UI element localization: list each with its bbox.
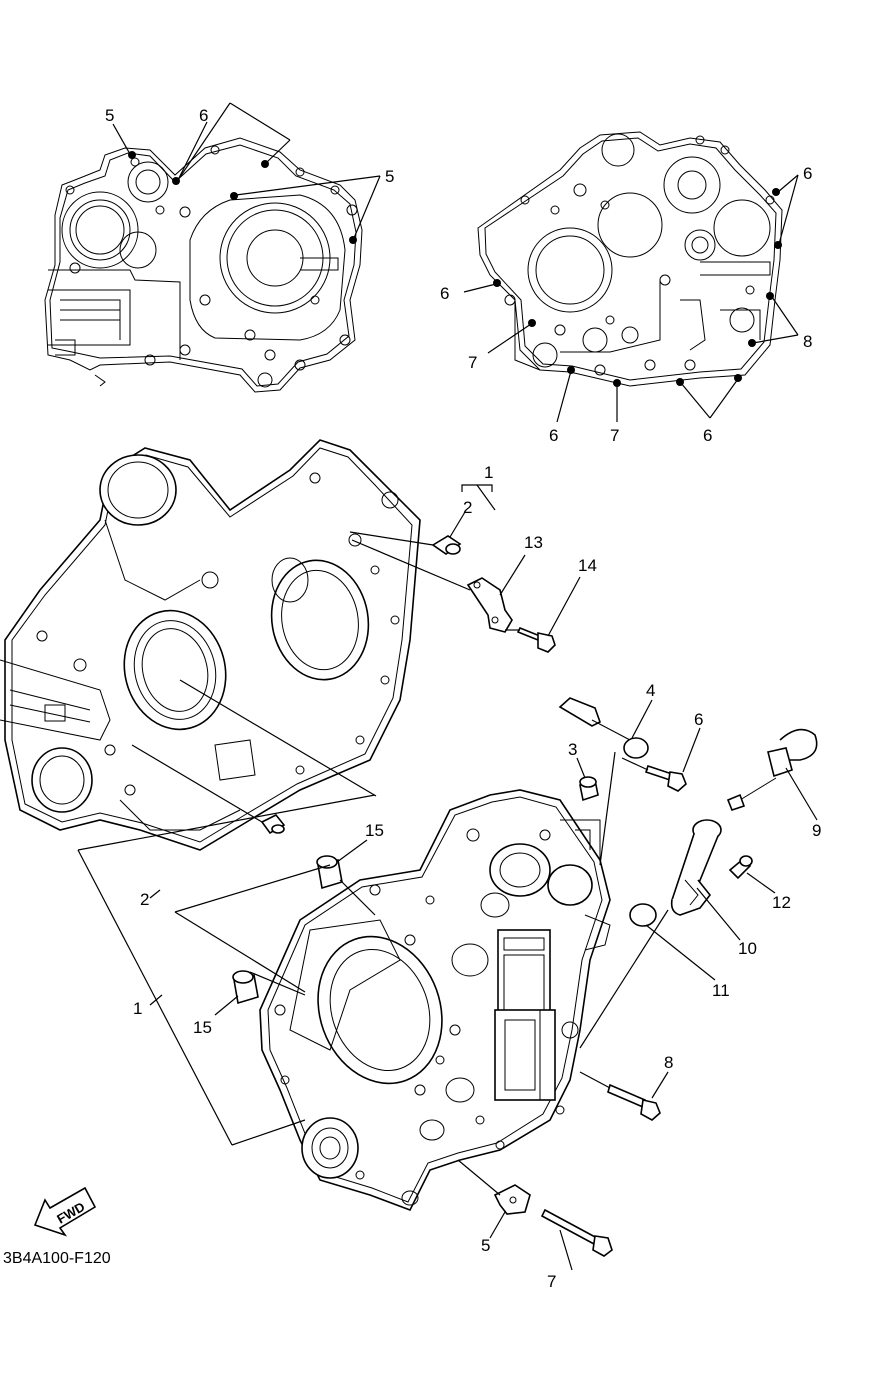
callout-1: 1 [484,463,493,482]
callout-6: 6 [694,710,703,729]
fwd-arrow-icon: FWD [33,1186,97,1237]
bolt-part-6 [644,764,687,792]
filler-pipe-part-10 [670,819,722,916]
callout-6: 6 [703,426,712,445]
bolt-part-7 [540,1208,613,1257]
dowel-pin-top [431,535,462,555]
callout-2: 2 [463,498,472,517]
callout-9: 9 [812,821,821,840]
callout-10: 10 [738,939,757,958]
callout-7: 7 [610,426,619,445]
callout-5: 5 [385,167,394,186]
callout-7: 7 [547,1272,556,1291]
dowel-pin-part-3 [579,776,599,802]
bolt-part-8 [607,1083,661,1121]
bracket-part-5 [493,1184,531,1215]
crankcase-left-outline [44,137,363,393]
callout-6: 6 [549,426,558,445]
callout-15: 15 [193,1018,212,1037]
strainer-part-4 [558,697,649,759]
bolt-part-12 [728,855,753,880]
callout-2: 2 [140,890,149,909]
callout-6: 6 [199,106,208,125]
callout-11: 11 [712,981,730,1000]
callout-4: 4 [646,681,655,700]
callout-7: 7 [468,353,477,372]
callout-5: 5 [481,1236,490,1255]
callout-12: 12 [772,893,791,912]
callout-5: 5 [105,106,114,125]
crankcase-left-3d [0,439,421,851]
callout-1: 1 [133,999,142,1018]
callout-8: 8 [664,1053,673,1072]
bolt-part-14 [516,626,556,653]
diagram-code: 3B4A100-F120 [3,1250,111,1267]
dowel-pin-left [260,813,286,835]
o-ring-part-11 [629,903,657,927]
callout-6: 6 [440,284,449,303]
callout-14: 14 [578,556,597,575]
crankcase-right-3d [259,789,611,1212]
callout-13: 13 [524,533,543,552]
crankcase-right-outline [477,131,783,387]
bracket-part-13 [466,577,513,633]
callout-6: 6 [803,164,812,183]
dowel-part-15-lower [232,970,259,1005]
callout-8: 8 [803,332,812,351]
callout-3: 3 [568,740,577,759]
callout-15: 15 [365,821,384,840]
